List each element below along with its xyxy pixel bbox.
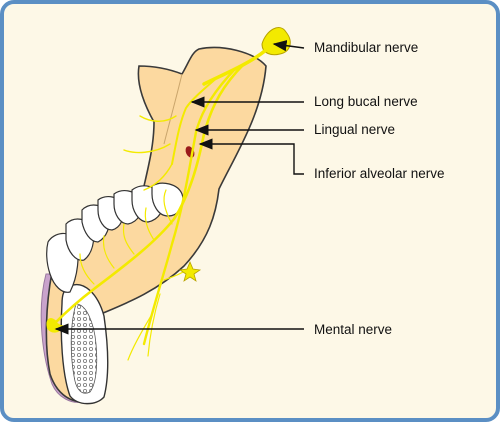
label-long-bucal-nerve: Long bucal nerve <box>314 94 418 109</box>
nerve-branch <box>123 143 171 154</box>
arrow-inferior-alveolar <box>198 138 304 175</box>
arrow-mandibular <box>272 40 305 52</box>
nerve-branch <box>139 115 177 122</box>
nerve-branch <box>79 253 95 285</box>
nerve-branch <box>122 223 135 255</box>
inferior-alveolar-nerve <box>52 62 246 326</box>
nerve-branch <box>102 235 115 269</box>
nerve-branch <box>143 163 173 191</box>
nerve-branch <box>144 207 155 241</box>
long-bucal-nerve <box>171 75 220 165</box>
mandible-diagram: Mandibular nerve Long bucal nerve Lingua… <box>40 27 445 405</box>
nerve-branch <box>163 189 173 225</box>
label-mandibular-nerve: Mandibular nerve <box>314 40 418 55</box>
nerve-branch <box>147 293 161 357</box>
nerve-branch <box>127 313 153 361</box>
ramus-edge <box>163 73 183 145</box>
spongy-bone <box>70 303 98 394</box>
lingual-nerve <box>142 66 238 346</box>
submandibular-ganglion <box>178 260 202 282</box>
teeth <box>46 182 184 293</box>
label-lingual-nerve: Lingual nerve <box>314 122 395 137</box>
label-mental-nerve: Mental nerve <box>314 322 392 337</box>
nerves <box>46 27 291 361</box>
leader-lines <box>54 40 305 335</box>
label-inferior-alveolar-nerve: Inferior alveolar nerve <box>314 166 445 181</box>
